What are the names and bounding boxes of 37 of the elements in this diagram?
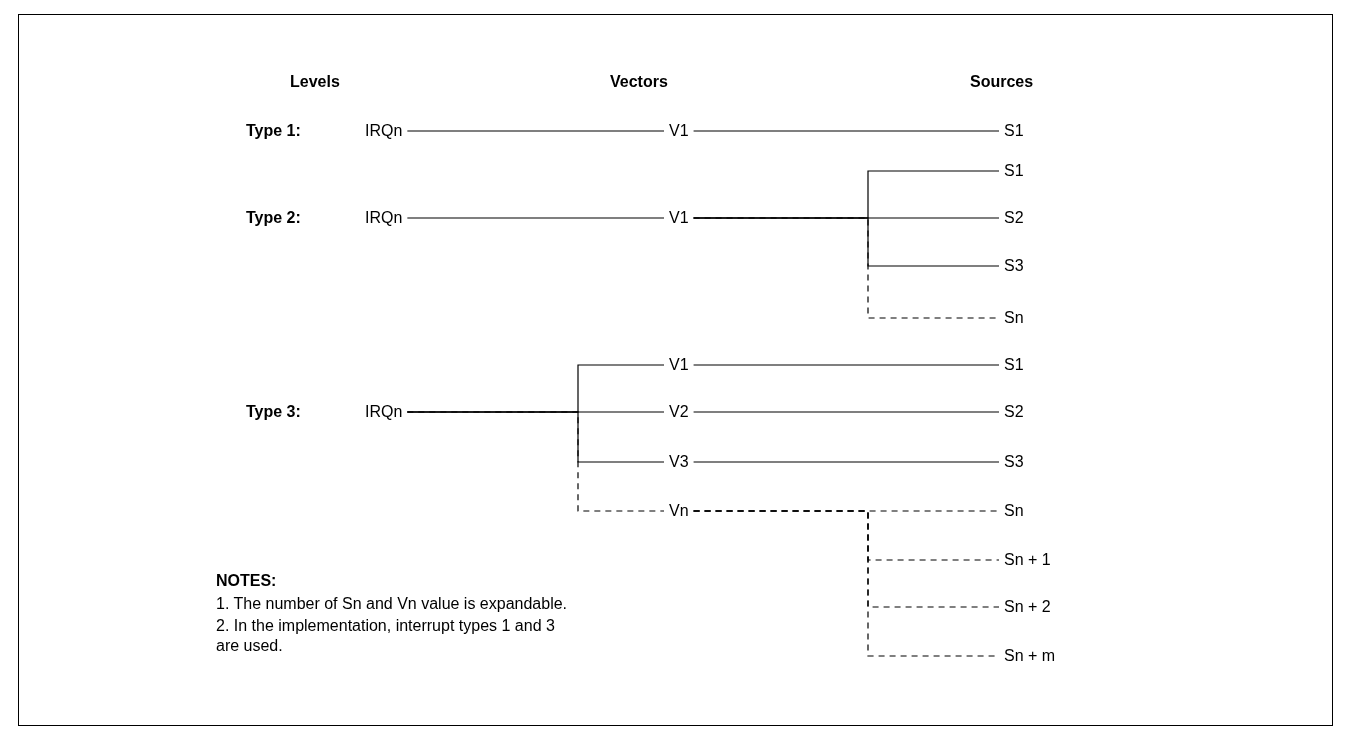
signal-label: IRQn: [360, 208, 408, 228]
signal-label: S1: [999, 161, 1029, 181]
heading-label: Type 2:: [246, 208, 301, 228]
signal-label: Sn + 2: [999, 597, 1056, 617]
signal-label: Sn + m: [999, 646, 1061, 666]
signal-label: S3: [999, 452, 1029, 472]
heading-label: Sources: [970, 72, 1034, 92]
signal-label: S3: [999, 256, 1029, 276]
heading-label: NOTES:: [216, 571, 277, 591]
signal-label: V2: [664, 402, 694, 422]
signal-label: V1: [664, 121, 694, 141]
signal-label: IRQn: [360, 402, 408, 422]
heading-label: Vectors: [610, 72, 668, 92]
signal-label: Sn: [999, 501, 1029, 521]
note-text: 1. The number of Sn and Vn value is expandable.: [216, 594, 568, 614]
connector-line: [406, 130, 665, 132]
signal-label: Sn: [999, 308, 1029, 328]
connector-line: [406, 411, 665, 512]
connector-line: [693, 461, 1000, 463]
signal-label: Vn: [664, 501, 694, 521]
note-text: 2. In the implementation, interrupt types 1 and 3 are used.: [216, 616, 556, 656]
heading-label: Type 3:: [246, 402, 301, 422]
connector-line: [693, 130, 1000, 132]
signal-label: Sn + 1: [999, 550, 1056, 570]
signal-label: IRQn: [360, 121, 408, 141]
signal-label: S2: [999, 402, 1029, 422]
signal-label: S2: [999, 208, 1029, 228]
signal-label: V3: [664, 452, 694, 472]
signal-label: V1: [664, 355, 694, 375]
signal-label: V1: [664, 208, 694, 228]
connector-line: [693, 364, 1000, 366]
connector-line: [406, 217, 665, 219]
connector-line: [693, 411, 1000, 413]
signal-label: S1: [999, 355, 1029, 375]
heading-label: Levels: [290, 72, 340, 92]
signal-label: S1: [999, 121, 1029, 141]
heading-label: Type 1:: [246, 121, 301, 141]
